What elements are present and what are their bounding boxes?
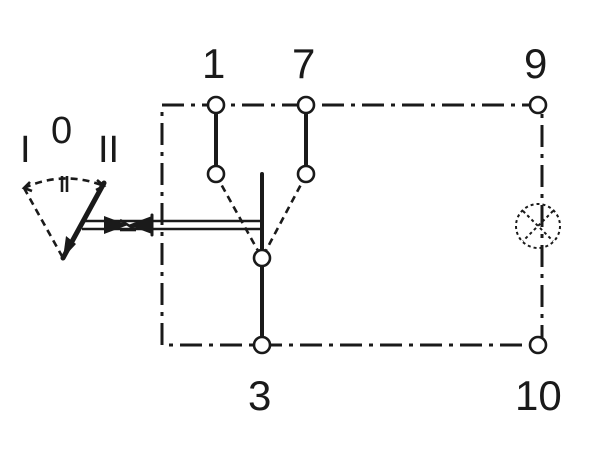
mechanical-linkage <box>82 213 262 237</box>
common-pivot-contact <box>252 248 272 268</box>
position-label-one: I <box>20 129 31 171</box>
terminal-label-10: 10 <box>515 372 562 419</box>
switch-housing-outline <box>160 103 544 347</box>
terminal-label-3: 3 <box>248 372 271 419</box>
terminal-7 <box>296 95 316 115</box>
terminal-1 <box>206 95 226 115</box>
rocker-lever-symbol <box>21 176 107 261</box>
contact-arm-7 <box>260 174 308 259</box>
position-label-two: II <box>98 129 119 171</box>
indicator-lamp-icon <box>515 203 561 249</box>
terminal-10 <box>528 335 548 355</box>
terminal-label-7: 7 <box>292 40 315 87</box>
terminal-9 <box>528 95 548 115</box>
position-label-zero: 0 <box>51 110 72 152</box>
terminal-label-9: 9 <box>524 40 547 87</box>
lever-swing-arc <box>23 177 105 190</box>
lever-alternate-position <box>22 187 65 259</box>
terminal-3 <box>252 335 272 355</box>
internal-contacts <box>206 104 316 347</box>
terminal-label-1: 1 <box>202 40 225 87</box>
contact-arm-1 <box>214 174 264 259</box>
